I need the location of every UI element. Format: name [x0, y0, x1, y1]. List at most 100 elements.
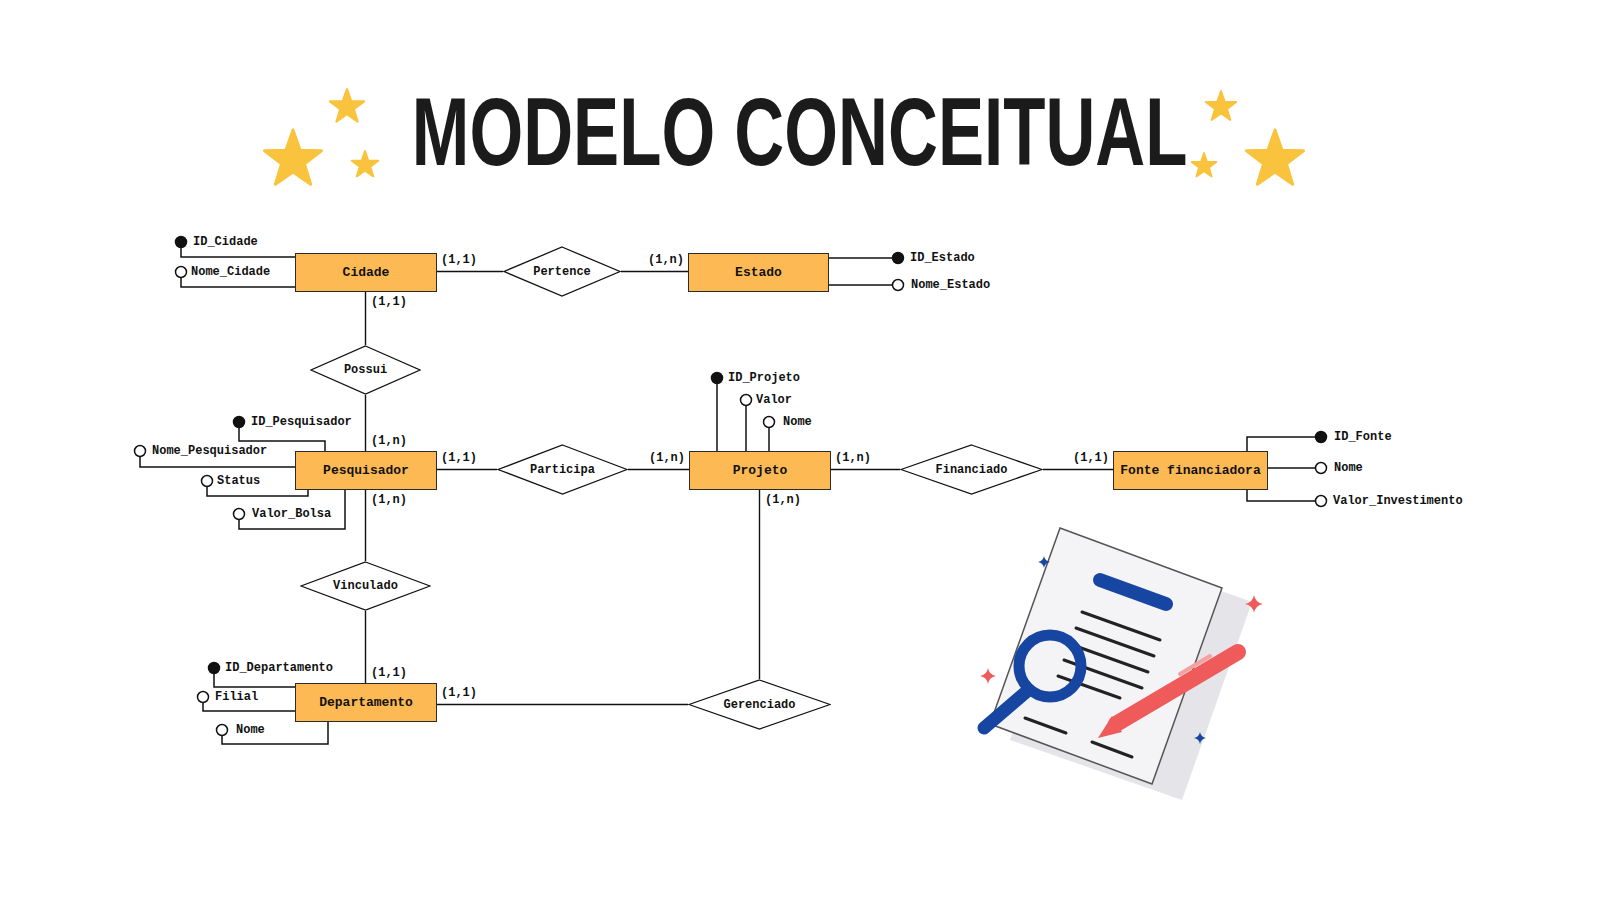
- attribute-circle: [764, 417, 775, 428]
- attribute-label: Nome_Cidade: [191, 264, 270, 280]
- attribute-label: ID_Pesquisador: [251, 414, 352, 430]
- relationship-line: [365, 490, 366, 561]
- cardinality-label: (1,n): [649, 450, 685, 466]
- attribute-circle: [198, 692, 209, 703]
- diamond-shape: [498, 445, 627, 494]
- entity-name: Departamento: [319, 695, 413, 710]
- attribute-label: Status: [217, 473, 260, 489]
- relationship-line: [1043, 469, 1113, 470]
- pen-tip: [1098, 716, 1122, 738]
- relationship-name: Participa: [530, 463, 595, 477]
- attribute-label: Nome_Pesquisador: [152, 443, 267, 459]
- sparkle: [980, 668, 996, 684]
- attribute-circle: [217, 725, 228, 736]
- relationship-name: Gerenciado: [723, 698, 795, 712]
- leader-line: [140, 457, 295, 467]
- cardinality-label: (1,n): [648, 252, 684, 268]
- attribute-label: Filial: [215, 689, 258, 705]
- entity-box: Projeto: [689, 451, 831, 490]
- entity-name: Cidade: [343, 265, 390, 280]
- leader-line: [1266, 467, 1315, 469]
- cardinality-label: (1,1): [371, 294, 407, 310]
- relationship-name: Possui: [344, 363, 387, 377]
- relationship-line: [621, 271, 688, 272]
- leader-line: [203, 703, 295, 711]
- diamond-shape: [901, 445, 1042, 494]
- entity-box: Cidade: [295, 253, 437, 292]
- relationship-line: [365, 292, 366, 345]
- sparkle: [1194, 732, 1206, 744]
- cardinality-label: (1,n): [835, 450, 871, 466]
- entity-box: Pesquisador: [295, 451, 437, 490]
- key-dot: [712, 373, 723, 384]
- key-dot: [234, 417, 245, 428]
- diamond-shape: [301, 562, 430, 610]
- key-dot: [893, 253, 904, 264]
- magnifier-handle: [984, 692, 1026, 728]
- key-dot: [209, 663, 220, 674]
- document-illustration: [980, 528, 1263, 800]
- cardinality-label: (1,1): [441, 450, 477, 466]
- entity-name: Fonte financiadora: [1120, 463, 1260, 478]
- leader-line: [829, 257, 898, 259]
- attribute-label: ID_Projeto: [728, 370, 800, 386]
- attribute-label: ID_Cidade: [193, 234, 258, 250]
- relationship-line: [831, 469, 900, 470]
- attribute-label: ID_Departamento: [225, 660, 333, 676]
- attribute-circle: [741, 395, 752, 406]
- attribute-label: Nome: [783, 414, 812, 430]
- diamond-shape: [311, 346, 420, 394]
- leader-line: [207, 487, 308, 496]
- attribute-label: Nome: [1334, 460, 1363, 476]
- relationship-diamond: Participa: [497, 444, 628, 495]
- relationship-diamond: Vinculado: [300, 561, 431, 611]
- paper-heading: [1100, 580, 1166, 604]
- cardinality-label: (1,n): [765, 492, 801, 508]
- attribute-circle: [135, 446, 146, 457]
- diamond-shape: [689, 680, 830, 729]
- leader-line: [1247, 437, 1321, 451]
- attribute-label: Nome_Estado: [911, 277, 990, 293]
- cardinality-label: (1,1): [441, 685, 477, 701]
- relationship-diamond: Pertence: [503, 246, 621, 297]
- relationship-line: [365, 395, 366, 451]
- relationship-line: [365, 611, 366, 683]
- entity-name: Estado: [735, 265, 782, 280]
- sparkle: [1245, 595, 1263, 613]
- entity-name: Projeto: [733, 463, 788, 478]
- relationship-line: [437, 704, 688, 705]
- entity-box: Fonte financiadora: [1113, 451, 1268, 490]
- attribute-circle: [1316, 496, 1327, 507]
- entity-name: Pesquisador: [323, 463, 409, 478]
- relationship-line: [437, 469, 497, 470]
- leader-line: [829, 284, 893, 286]
- star-icon: [1192, 153, 1217, 177]
- relationship-line: [628, 469, 689, 470]
- leader-line: [745, 406, 747, 451]
- cardinality-label: (1,1): [1073, 450, 1109, 466]
- title-row: MODELO CONCEITUAL: [0, 84, 1600, 180]
- star-icon: [352, 151, 379, 176]
- relationship-diamond: Possui: [310, 345, 421, 395]
- cardinality-label: (1,1): [371, 665, 407, 681]
- key-dot: [1316, 432, 1327, 443]
- leader-line: [1247, 490, 1315, 501]
- star-icon: [1246, 130, 1303, 184]
- attribute-circle: [1316, 463, 1327, 474]
- entity-box: Estado: [688, 253, 829, 292]
- relationship-name: Pertence: [533, 265, 591, 279]
- attribute-label: Valor_Bolsa: [252, 506, 331, 522]
- sparkle: [1038, 556, 1050, 568]
- attribute-circle: [234, 509, 245, 520]
- diagram-title: MODELO CONCEITUAL: [412, 84, 1188, 180]
- cardinality-label: (1,n): [371, 433, 407, 449]
- attribute-circle: [893, 280, 904, 291]
- leader-line: [716, 378, 718, 451]
- relationship-name: Vinculado: [333, 579, 398, 593]
- relationship-diamond: Financiado: [900, 444, 1043, 495]
- relationship-line: [759, 490, 760, 679]
- leader-line: [768, 428, 770, 451]
- leader-line: [222, 721, 328, 744]
- key-dot: [176, 237, 187, 248]
